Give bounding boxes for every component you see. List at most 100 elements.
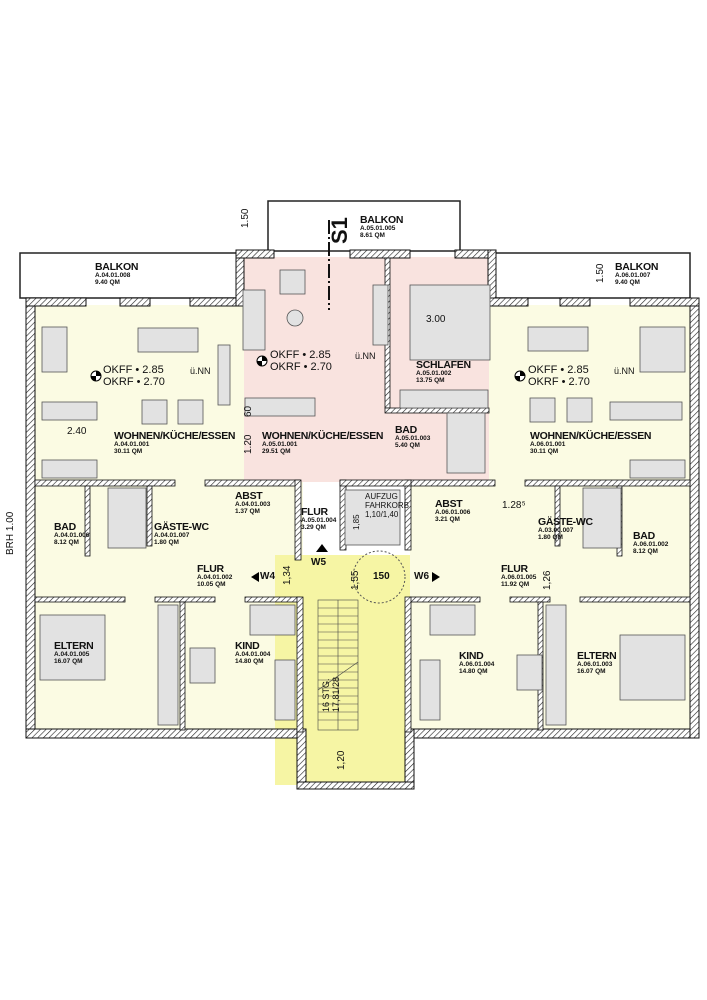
room-area: 14.80 QM: [235, 657, 264, 665]
elevation-okrf: OKRF • 2.70: [103, 375, 165, 388]
room-name: BALKON: [95, 261, 139, 273]
elevator-line: AUFZUG: [365, 492, 398, 501]
room-name: FLUR: [501, 563, 528, 575]
room-area: 30.11 QM: [530, 447, 559, 455]
room-id: A.06.01.005: [501, 574, 537, 582]
section-marker: S1: [327, 217, 352, 244]
door-w4-label: W4: [260, 571, 275, 582]
elevation-okrf: OKRF • 2.70: [528, 375, 590, 388]
room-id: A.05.01.005: [360, 225, 396, 233]
room-name: WOHNEN/KÜCHE/ESSEN: [262, 430, 384, 442]
room-id: A.04.01.003: [235, 501, 271, 509]
dim-brh: BRH 1.00: [5, 511, 16, 555]
room-area: 16.07 QM: [577, 667, 606, 675]
elevation-okff: OKFF • 2.85: [528, 364, 589, 376]
room-area: 8.12 QM: [633, 547, 658, 555]
furniture: [39, 269, 686, 726]
room-name: BAD: [54, 521, 76, 533]
room-name: BALKON: [360, 214, 404, 226]
room-area: 11.92 QM: [501, 580, 530, 588]
dim-wc-right: 1,26: [542, 570, 553, 590]
room-id: A.04.01.001: [114, 441, 150, 449]
room-area: 29.51 QM: [262, 447, 291, 455]
balcony-right: [494, 252, 691, 299]
room-name: FLUR: [197, 563, 224, 575]
room-name: WOHNEN/KÜCHE/ESSEN: [114, 430, 236, 442]
room-name: KIND: [235, 640, 260, 652]
room-name: ELTERN: [577, 650, 617, 662]
dim-lift: 1,85: [352, 514, 361, 530]
stairs-label: 16 STG.17,81/28: [321, 676, 342, 712]
room-area: 1.37 QM: [235, 507, 260, 515]
room-area: 9.40 QM: [615, 278, 640, 286]
elevation-okff: OKFF • 2.85: [270, 349, 331, 361]
room-id: A.04.01.005: [54, 651, 90, 659]
room-id: A.04.01.006: [54, 532, 90, 540]
elevator-line: FAHRKORB: [365, 500, 410, 510]
nn-label-left: ü.NN: [190, 366, 211, 376]
room-name: BAD: [633, 530, 655, 542]
door-w5-label: W5: [311, 557, 326, 568]
outer-walls: [25, 249, 700, 790]
dim-kitchen-left: 2.40: [67, 426, 87, 437]
elevator-line: 1,10/1,40: [365, 509, 399, 519]
stairs-ratio: 17,81/28: [330, 676, 341, 712]
room-id: A.05.01.001: [262, 441, 298, 449]
dim-schlafen: 3.00: [426, 314, 446, 325]
room-area: 14.80 QM: [459, 667, 488, 675]
room-id: A.04.01.004: [235, 651, 271, 659]
room-name: ELTERN: [54, 640, 94, 652]
room-id: A.06.01.001: [530, 441, 566, 449]
nn-label-center: ü.NN: [355, 351, 376, 361]
elevation-marker-icon: [90, 355, 526, 382]
elevation-okff: OKFF • 2.85: [103, 364, 164, 376]
room-area: 30.11 QM: [114, 447, 143, 455]
room-name: GÄSTE-WC: [538, 516, 593, 528]
room-id: A.06.01.002: [633, 541, 669, 549]
room-id: A.04.01.002: [197, 574, 233, 582]
room-id: A.04.01.008: [95, 272, 131, 280]
room-name: GÄSTE-WC: [154, 521, 209, 533]
dim-turning-circle: 150: [373, 571, 390, 582]
room-area: 8.12 QM: [54, 538, 79, 546]
balcony-left: [19, 252, 239, 299]
room-id: A.06.01.006: [435, 509, 471, 517]
room-id: A.04.01.007: [154, 532, 190, 540]
room-area: 5.40 QM: [395, 441, 420, 449]
dim-landing-155: 1,55: [350, 570, 361, 590]
room-name: SCHLAFEN: [416, 359, 471, 371]
room-name: WOHNEN/KÜCHE/ESSEN: [530, 430, 652, 442]
dim-counter-120: 1.20: [243, 434, 254, 454]
room-name: ABST: [235, 490, 263, 502]
room-area: 3.21 QM: [435, 515, 460, 523]
room-id: A.06.01.004: [459, 661, 495, 669]
dim-balkon-right: 1.50: [595, 263, 606, 283]
arrow-w4-icon: [251, 572, 259, 582]
room-id: A.05.01.004: [301, 517, 337, 525]
room-area: 1.80 QM: [154, 538, 179, 546]
arrow-w5-icon: [316, 544, 328, 552]
room-area: 3.29 QM: [301, 523, 326, 531]
elevation-okrf: OKRF • 2.70: [270, 360, 332, 373]
dim-landing-134: 1,34: [282, 565, 293, 585]
room-area: 8.61 QM: [360, 231, 385, 239]
